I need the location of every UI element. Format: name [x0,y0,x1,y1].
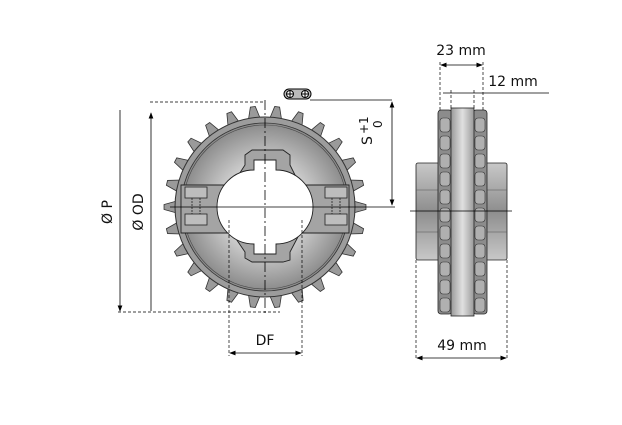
dim-width-label: 23 mm [436,43,486,59]
side-tooth [439,153,451,169]
side-tooth [474,297,486,313]
side-tooth [474,225,486,241]
side-tooth [474,117,486,133]
side-tooth [474,207,486,223]
side-tooth [474,153,486,169]
side-tooth [474,171,486,187]
front-view: Ø P Ø OD S +1 0 DF [100,88,395,356]
bolt-right [324,186,348,226]
side-tooth [474,243,486,259]
side-tooth [439,261,451,277]
bolt-left [184,186,208,226]
side-view: 23 mm 12 mm 49 mm [410,43,549,361]
dim-p-label: Ø P [100,200,116,224]
side-teeth [439,117,486,313]
side-tooth [474,135,486,151]
svg-text:S: S [360,136,376,145]
side-tooth [439,279,451,295]
side-tooth [439,189,451,205]
side-tooth [474,279,486,295]
side-tooth [474,261,486,277]
dim-hub-length-label: 49 mm [437,338,487,354]
side-tooth [439,297,451,313]
chain-link-icon [283,88,312,100]
dim-od-label: Ø OD [131,193,147,230]
side-tooth [439,135,451,151]
side-tooth [439,117,451,133]
svg-text:0: 0 [371,120,385,128]
side-tooth [439,225,451,241]
side-tooth [474,189,486,205]
dim-df-label: DF [256,333,275,349]
side-tooth [439,207,451,223]
side-tooth [439,243,451,259]
side-tooth [439,171,451,187]
svg-text:+1: +1 [357,116,371,134]
dim-s-label: S +1 0 [357,116,385,145]
center-cylinder [450,107,475,317]
dim-tooth-width-label: 12 mm [488,74,538,90]
